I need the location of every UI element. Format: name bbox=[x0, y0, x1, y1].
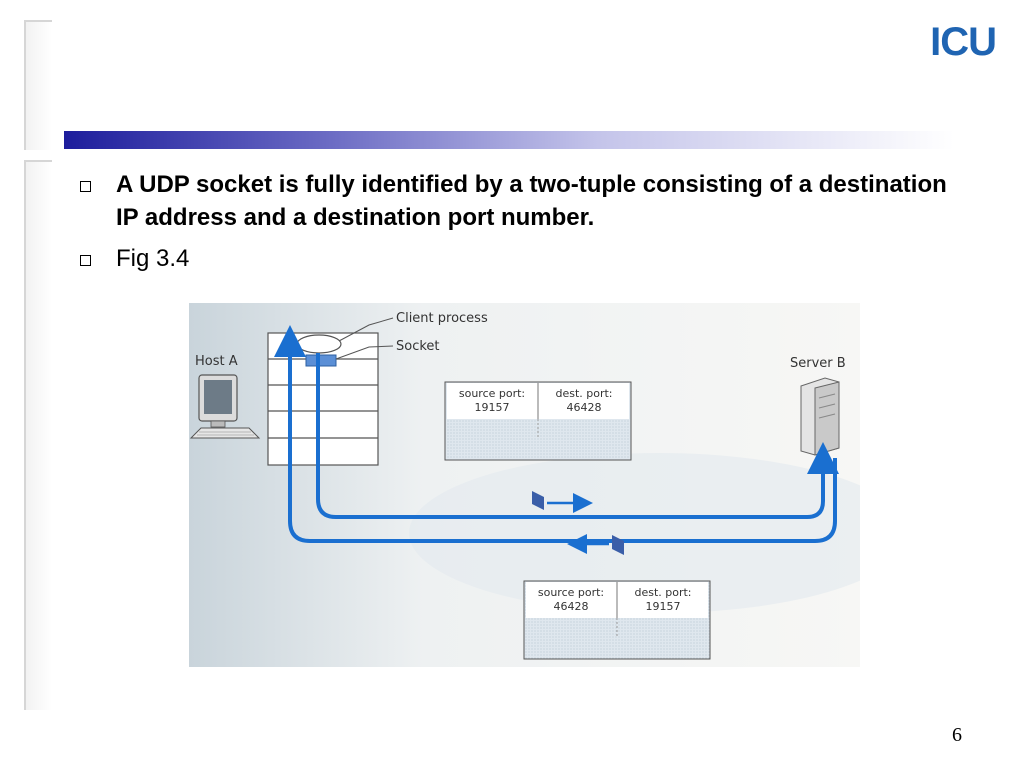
dest-port-label: dest. port: bbox=[555, 387, 612, 400]
source-port-value: 46428 bbox=[554, 600, 589, 613]
desktop-computer-icon bbox=[189, 374, 261, 439]
socket-leader bbox=[335, 345, 394, 360]
sidebar-decoration-main bbox=[24, 160, 52, 710]
socket-box bbox=[305, 354, 337, 367]
square-bullet-icon bbox=[80, 181, 91, 192]
background-shape bbox=[409, 453, 860, 613]
bullet-item: A UDP socket is fully identified by a tw… bbox=[74, 168, 964, 234]
udp-socket-figure: Host A Client process Socket Server B bbox=[189, 303, 860, 667]
dest-port-value: 46428 bbox=[567, 401, 602, 414]
client-process-label: Client process bbox=[396, 311, 488, 326]
socket-label: Socket bbox=[396, 339, 440, 354]
page-number: 6 bbox=[952, 724, 962, 746]
bullet-list: A UDP socket is fully identified by a tw… bbox=[74, 168, 964, 275]
figure-diagram: Host A Client process Socket Server B bbox=[189, 311, 860, 660]
title-gradient-band bbox=[64, 131, 954, 149]
bullet-text: Fig 3.4 bbox=[116, 245, 190, 272]
bullet-text: A UDP socket is fully identified by a tw… bbox=[116, 171, 947, 231]
sidebar-decoration-top bbox=[24, 20, 52, 150]
dest-port-value: 19157 bbox=[646, 600, 681, 613]
server-b-label: Server B bbox=[790, 356, 846, 371]
source-port-value: 19157 bbox=[475, 401, 510, 414]
square-bullet-icon bbox=[80, 255, 91, 266]
server-tower-icon bbox=[800, 377, 840, 456]
source-port-label: source port: bbox=[538, 586, 604, 599]
return-path-arrow bbox=[274, 325, 837, 543]
bullet-item: Fig 3.4 bbox=[74, 242, 964, 275]
outbound-path-arrow bbox=[316, 353, 839, 519]
outbound-segment-header: source port: 19157 dest. port: 46428 bbox=[444, 381, 632, 461]
outbound-packet-icon bbox=[532, 491, 593, 513]
return-packet-icon bbox=[567, 534, 624, 555]
source-port-label: source port: bbox=[459, 387, 525, 400]
dest-port-label: dest. port: bbox=[634, 586, 691, 599]
client-process-leader bbox=[338, 317, 394, 342]
host-a-label: Host A bbox=[195, 354, 238, 369]
client-process-ellipse bbox=[296, 334, 342, 354]
icu-logo: ICU bbox=[930, 20, 997, 64]
return-segment-header: source port: 46428 dest. port: 19157 bbox=[523, 580, 711, 660]
